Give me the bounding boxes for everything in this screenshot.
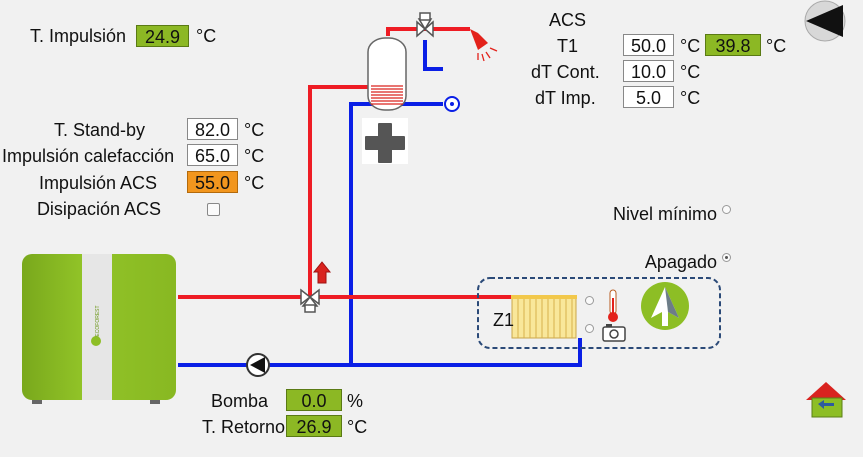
zone-z1-frame bbox=[477, 277, 721, 349]
acs-dt-cont-label: dT Cont. bbox=[531, 62, 600, 82]
bomba-value: 0.0 bbox=[286, 389, 342, 411]
shower-icon bbox=[470, 29, 498, 62]
eco-logo-icon bbox=[641, 282, 689, 330]
dhw-tank bbox=[367, 37, 407, 111]
impulsion-acs-label: Impulsión ACS bbox=[38, 173, 157, 193]
flow-up-arrow-icon bbox=[312, 261, 332, 284]
back-arrow-icon[interactable] bbox=[804, 0, 846, 42]
t-retorno-value: 26.9 bbox=[286, 415, 342, 437]
acs-title: ACS bbox=[549, 10, 587, 30]
acs-dt-cont-input[interactable]: 10.0 bbox=[623, 60, 674, 82]
acs-dt-cont-unit: °C bbox=[680, 62, 701, 82]
t-retorno-label: T. Retorno bbox=[201, 417, 285, 437]
acs-dt-imp-input[interactable]: 5.0 bbox=[623, 86, 674, 108]
cold-pipes bbox=[178, 40, 582, 367]
radiator-icon bbox=[511, 295, 577, 339]
acs-t1-label: T1 bbox=[557, 36, 579, 56]
apagado-label: Apagado bbox=[644, 252, 717, 272]
impulsion-acs-unit: °C bbox=[244, 173, 265, 193]
home-icon[interactable] bbox=[806, 382, 846, 418]
standby-input[interactable]: 82.0 bbox=[187, 118, 238, 140]
three-way-valve-top-icon bbox=[416, 12, 434, 38]
acs-t1-setpoint-input[interactable]: 50.0 bbox=[623, 34, 674, 56]
boiler-front-panel bbox=[82, 254, 112, 400]
circulation-pump-icon[interactable] bbox=[246, 353, 270, 377]
zone-thermostat-radio[interactable] bbox=[585, 296, 594, 305]
zone-label: Z1 bbox=[493, 310, 515, 330]
t-impulsion-value: 24.9 bbox=[136, 25, 189, 47]
boiler-unit[interactable]: ECOFOREST bbox=[22, 254, 176, 404]
impulsion-calefaccion-input[interactable]: 65.0 bbox=[187, 144, 238, 166]
acs-t1-unit: °C bbox=[680, 36, 701, 56]
hot-pipes bbox=[178, 27, 512, 299]
standby-unit: °C bbox=[244, 120, 265, 140]
t-impulsion-unit: °C bbox=[196, 26, 217, 46]
disipacion-acs-label: Disipación ACS bbox=[36, 199, 161, 219]
zone-camera-radio[interactable] bbox=[585, 324, 594, 333]
acs-dt-imp-unit: °C bbox=[680, 88, 701, 108]
thermometer-icon bbox=[608, 289, 618, 322]
acs-t1-actual-value: 39.8 bbox=[705, 34, 761, 56]
acs-t1-actual-unit: °C bbox=[766, 36, 787, 56]
impulsion-calefaccion-label: Impulsión calefacción bbox=[2, 146, 175, 166]
acs-dt-imp-label: dT Imp. bbox=[535, 88, 596, 108]
boiler-brand-logo: ECOFOREST bbox=[84, 305, 110, 370]
bomba-unit: % bbox=[347, 391, 364, 411]
nivel-minimo-label: Nivel mínimo bbox=[612, 204, 717, 224]
cold-inlet-icon bbox=[444, 96, 460, 112]
bomba-label: Bomba bbox=[210, 391, 268, 411]
t-retorno-unit: °C bbox=[347, 417, 368, 437]
plus-heater-icon[interactable] bbox=[362, 118, 408, 164]
impulsion-acs-input[interactable]: 55.0 bbox=[187, 171, 238, 193]
disipacion-acs-checkbox[interactable] bbox=[207, 203, 220, 216]
t-impulsion-label: T. Impulsión bbox=[30, 26, 127, 46]
impulsion-calefaccion-unit: °C bbox=[244, 146, 265, 166]
apagado-radio[interactable] bbox=[722, 253, 731, 262]
standby-label: T. Stand-by bbox=[53, 120, 145, 140]
nivel-minimo-radio[interactable] bbox=[722, 205, 731, 214]
three-way-valve-icon bbox=[300, 288, 320, 313]
camera-icon bbox=[602, 324, 626, 342]
